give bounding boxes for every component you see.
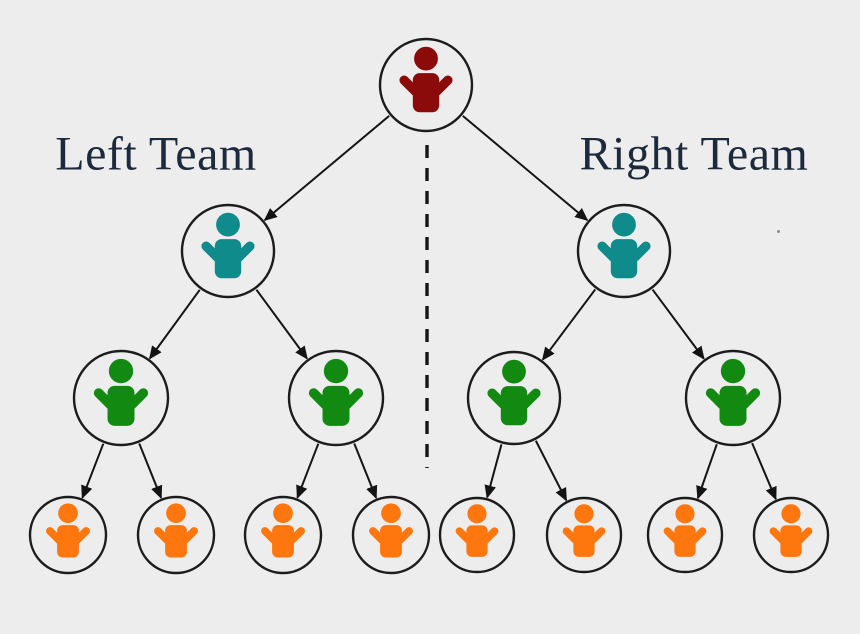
member-node-RLR <box>545 496 623 574</box>
edge-RL-to-RLR <box>534 440 568 502</box>
member-node-R <box>576 203 672 299</box>
member-node-root <box>378 37 474 133</box>
member-node-LLL <box>28 495 108 575</box>
member-node-RR <box>684 349 782 447</box>
member-node-RRR <box>752 496 830 574</box>
edge-L-to-LL <box>149 289 201 360</box>
edge-root-to-R <box>462 115 589 222</box>
member-node-LRL <box>243 495 323 575</box>
left-team-label: Left Team <box>55 127 257 181</box>
nodes-layer <box>28 37 830 575</box>
edges-layer <box>81 115 777 502</box>
member-node-LR <box>287 349 385 447</box>
member-node-LRR <box>351 495 431 575</box>
member-node-RL <box>466 350 562 446</box>
member-node-L <box>180 203 276 299</box>
member-node-LLR <box>136 495 216 575</box>
edge-LL-to-LLR <box>138 443 163 500</box>
edge-RR-to-RRL <box>696 443 718 500</box>
edge-LR-to-LRL <box>296 443 320 500</box>
stray-dot <box>777 230 780 233</box>
edge-RR-to-RRR <box>751 442 777 501</box>
edge-LL-to-LLL <box>81 443 105 500</box>
edge-R-to-RR <box>651 288 705 360</box>
edge-L-to-LR <box>255 289 308 360</box>
edge-RL-to-RLL <box>484 444 503 499</box>
member-node-RRL <box>646 496 724 574</box>
member-node-LL <box>72 349 170 447</box>
right-team-label: Right Team <box>579 127 809 181</box>
edge-R-to-RL <box>541 288 597 361</box>
edge-root-to-L <box>263 115 390 222</box>
member-node-RLL <box>438 496 516 574</box>
edge-LR-to-LRR <box>353 443 378 500</box>
